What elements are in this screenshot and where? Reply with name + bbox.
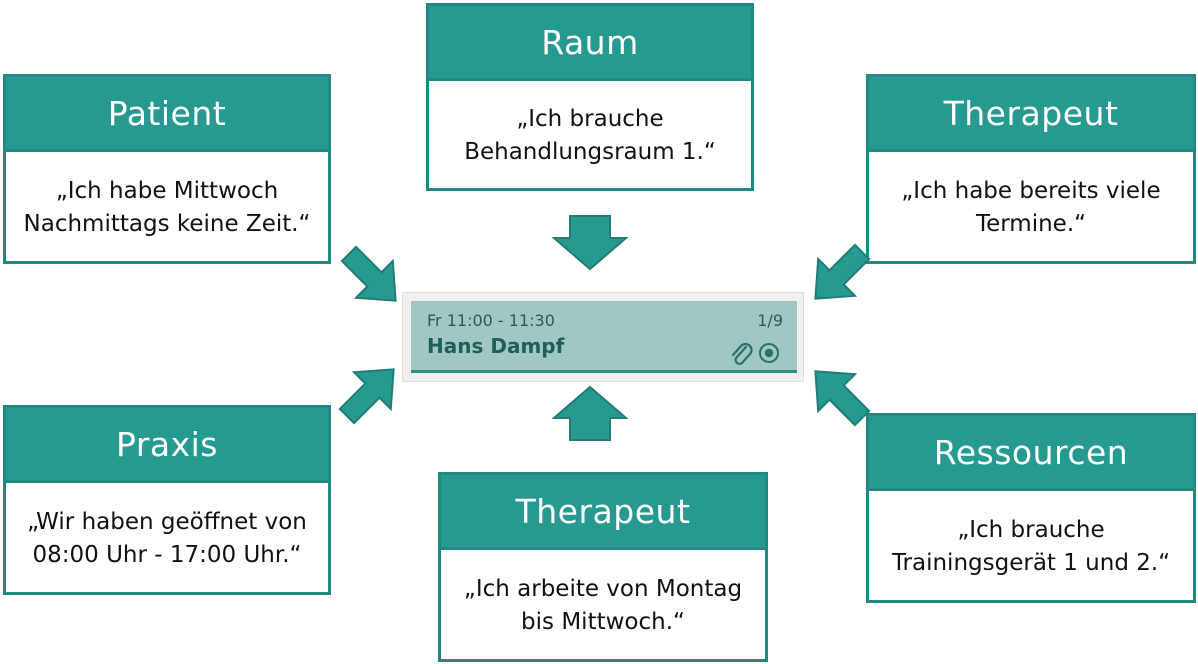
card-patient-title: Patient xyxy=(6,77,328,152)
arrow-from-praxis xyxy=(338,368,395,425)
card-praxis: Praxis „Wir haben geöffnet von 08:00 Uhr… xyxy=(3,405,331,595)
card-praxis-line-2: 08:00 Uhr - 17:00 Uhr.“ xyxy=(32,542,302,568)
card-therapeut-top-line-1: „Ich habe bereits viele xyxy=(901,178,1161,204)
paperclip-icon[interactable] xyxy=(729,341,753,367)
card-raum-line-2: Behandlungsraum 1.“ xyxy=(464,139,716,165)
card-therapeut-bottom-title: Therapeut xyxy=(441,475,765,550)
target-icon[interactable] xyxy=(757,341,781,365)
card-patient-line-2: Nachmittags keine Zeit.“ xyxy=(23,211,311,237)
card-ressourcen-line-2: Trainingsgerät 1 und 2.“ xyxy=(891,550,1171,576)
arrow-up-from-therapeut xyxy=(551,385,629,441)
arrow-from-ressourcen xyxy=(814,370,871,427)
appointment-frame: Fr 11:00 - 11:30 1/9 Hans Dampf xyxy=(402,292,804,382)
arrow-from-therapeut-top xyxy=(814,243,871,300)
appointment-patient-name: Hans Dampf xyxy=(427,334,565,358)
card-therapeut-bottom: Therapeut „Ich arbeite von Montag bis Mi… xyxy=(438,472,768,662)
card-raum: Raum „Ich brauche Behandlungsraum 1.“ xyxy=(426,3,754,191)
card-therapeut-top-title: Therapeut xyxy=(869,77,1193,152)
card-ressourcen-line-1: „Ich brauche xyxy=(957,517,1105,543)
arrow-from-patient xyxy=(340,245,397,302)
card-therapeut-bottom-line-2: bis Mittwoch.“ xyxy=(521,609,685,635)
card-therapeut-top-line-2: Termine.“ xyxy=(975,211,1087,237)
card-patient: Patient „Ich habe Mittwoch Nachmittags k… xyxy=(3,74,331,264)
card-therapeut-top: Therapeut „Ich habe bereits viele Termin… xyxy=(866,74,1196,264)
card-ressourcen: Ressourcen „Ich brauche Trainingsgerät 1… xyxy=(866,413,1196,603)
card-praxis-line-1: „Wir haben geöffnet von xyxy=(27,509,307,535)
appointment-count: 1/9 xyxy=(757,311,783,330)
card-raum-title: Raum xyxy=(429,6,751,81)
card-raum-line-1: „Ich brauche xyxy=(516,106,664,132)
arrow-down-from-raum xyxy=(551,215,629,271)
appointment-time: Fr 11:00 - 11:30 xyxy=(427,311,555,330)
appointment-block[interactable]: Fr 11:00 - 11:30 1/9 Hans Dampf xyxy=(411,301,797,373)
card-ressourcen-title: Ressourcen xyxy=(869,416,1193,491)
card-patient-line-1: „Ich habe Mittwoch xyxy=(55,178,279,204)
card-praxis-title: Praxis xyxy=(6,408,328,483)
card-therapeut-bottom-line-1: „Ich arbeite von Montag xyxy=(463,576,743,602)
